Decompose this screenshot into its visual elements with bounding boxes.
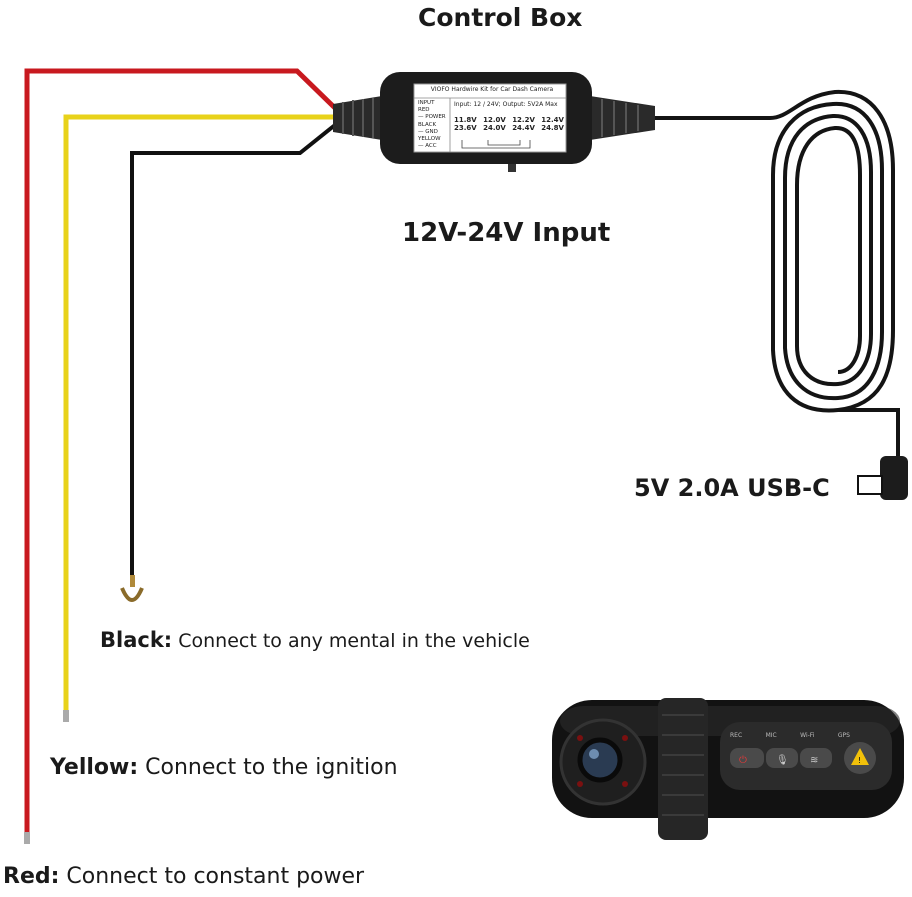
mic-button (766, 748, 798, 768)
box-legend-line: — POWER (418, 114, 446, 121)
camera-button-labels: REC MIC Wi-Fi GPS (730, 732, 850, 739)
box-legend-line: — GND (418, 128, 438, 135)
voltage-value: 24.4V (512, 124, 535, 132)
power-button (730, 748, 764, 768)
voltage-value: 12.0V (483, 116, 506, 124)
voltage-value: 11.8V (454, 116, 477, 124)
yellow-wire-desc: Connect to the ignition (145, 755, 398, 780)
output-label: 5V 2.0A USB-C (634, 474, 830, 502)
box-legend-line: — ACC (418, 143, 437, 150)
camera-button-label: MIC (765, 732, 777, 739)
dash-camera: ⏻ 🎙 ≋ ! (552, 698, 904, 840)
box-spec-text: Input: 12 / 24V; Output: 5V2A Max (454, 101, 558, 108)
camera-button-label: REC (730, 732, 743, 739)
yellow-wire-name: Yellow: (50, 755, 139, 780)
box-legend-line: INPUT (418, 100, 435, 106)
control-box-label-panel (413, 83, 567, 153)
black-wire-name: Black: (100, 628, 173, 652)
voltage-value: 24.8V (541, 124, 564, 132)
ring-terminal (120, 575, 144, 602)
black-wire (130, 123, 337, 585)
red-wire-desc: Connect to constant power (66, 864, 365, 889)
output-cable (655, 89, 895, 413)
right-strain-relief (590, 96, 655, 140)
red-wire-label: Red: Connect to constant power (3, 864, 364, 889)
control-box-switch (508, 164, 516, 172)
wifi-button (800, 748, 832, 768)
box-legend-line: BLACK (418, 121, 437, 128)
usb-c-plug (857, 456, 908, 500)
camera-mount-band (658, 698, 708, 840)
black-wire-label: Black: Connect to any mental in the vehi… (100, 628, 530, 652)
left-strain-relief (333, 96, 382, 140)
voltage-value: 12.2V (512, 116, 535, 124)
yellow-wire (63, 114, 335, 718)
red-wire-tip (24, 832, 30, 844)
red-wire-name: Red: (3, 864, 60, 889)
camera-button-label: Wi-Fi (800, 732, 815, 739)
control-box-title: Control Box (418, 3, 583, 32)
voltage-value: 12.4V (541, 116, 564, 124)
svg-text:≋: ≋ (810, 755, 818, 766)
voltage-value: 23.6V (454, 124, 477, 132)
box-voltage-row-24v: 23.6V 24.0V 24.4V 24.8V (454, 124, 564, 132)
svg-text:!: ! (858, 756, 861, 765)
box-legend-line: YELLOW (418, 136, 441, 143)
black-wire-desc: Connect to any mental in the vehicle (178, 630, 530, 652)
yellow-wire-label: Yellow: Connect to the ignition (50, 755, 398, 780)
yellow-wire-tip (63, 710, 69, 722)
svg-text:🎙: 🎙 (776, 754, 789, 766)
svg-text:⏻: ⏻ (739, 755, 747, 766)
camera-button-label: GPS (837, 732, 850, 739)
warning-icon (851, 748, 869, 765)
voltage-value: 24.0V (483, 124, 506, 132)
box-voltage-row-12v: 11.8V 12.0V 12.2V 12.4V (454, 116, 564, 124)
box-header-text: VIOFO Hardwire Kit for Car Dash Camera (430, 86, 554, 93)
input-voltage-label: 12V-24V Input (402, 218, 611, 248)
box-legend-line: RED (418, 107, 430, 114)
camera-lens (577, 737, 623, 783)
red-wire (24, 68, 337, 840)
